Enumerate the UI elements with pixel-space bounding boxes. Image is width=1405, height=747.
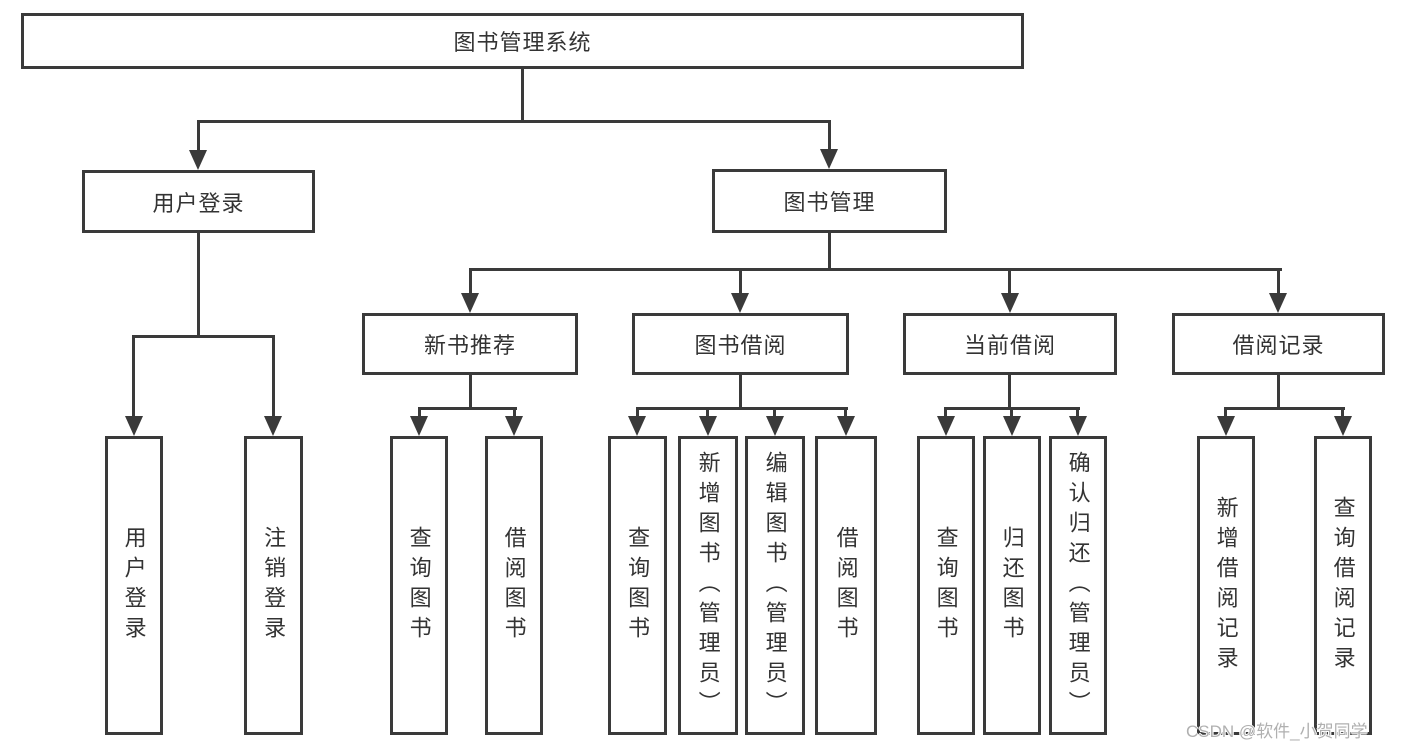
- connector-arrowhead: [837, 416, 855, 436]
- connector-line: [636, 407, 639, 418]
- connector-line: [828, 120, 831, 151]
- node-label: 借阅记录: [1232, 333, 1325, 358]
- node-borrowing-records: 借阅记录: [1172, 313, 1385, 375]
- node-label: 新增借阅记录: [1213, 495, 1239, 676]
- node-label: 图书管理系统: [453, 30, 592, 55]
- leaf-query-books-borrow: 查询图书: [608, 436, 667, 735]
- node-label: 查询图书: [933, 525, 959, 646]
- node-label: 用户登录: [152, 190, 245, 216]
- connector-line: [418, 407, 517, 410]
- connector-line: [132, 335, 135, 416]
- csdn-watermark: CSDN @软件_小贺同学: [1186, 722, 1368, 741]
- connector-line: [132, 335, 275, 338]
- connector-line: [636, 407, 848, 410]
- connector-line: [1277, 375, 1280, 410]
- connector-arrowhead: [125, 416, 143, 436]
- leaf-add-books-admin: 新增图书（管理员）: [678, 436, 738, 735]
- connector-line: [739, 375, 742, 410]
- connector-line: [513, 407, 516, 418]
- connector-line: [844, 407, 847, 418]
- connector-arrowhead: [1217, 416, 1235, 436]
- node-label: 确认归还（管理员）: [1065, 450, 1091, 721]
- connector-line: [469, 375, 472, 410]
- connector-arrowhead: [1003, 416, 1021, 436]
- node-label: 查询图书: [625, 525, 651, 646]
- connector-arrowhead: [937, 416, 955, 436]
- connector-line: [1008, 268, 1011, 296]
- connector-line: [739, 268, 742, 296]
- leaf-confirm-return-admin: 确认归还（管理员）: [1049, 436, 1107, 735]
- leaf-query-books-recommend: 查询图书: [390, 436, 448, 735]
- connector-line: [828, 233, 831, 271]
- connector-line: [706, 407, 709, 418]
- connector-arrowhead: [1001, 293, 1019, 313]
- connector-line: [197, 233, 200, 336]
- connector-line: [1341, 407, 1344, 418]
- connector-arrowhead: [1069, 416, 1087, 436]
- node-label: 用户登录: [121, 525, 147, 646]
- connector-line: [272, 335, 275, 416]
- leaf-return-books: 归还图书: [983, 436, 1041, 735]
- leaf-edit-books-admin: 编辑图书（管理员）: [745, 436, 805, 735]
- connector-arrowhead: [731, 293, 749, 313]
- node-label: 当前借阅: [963, 333, 1056, 358]
- node-new-book-recommendation: 新书推荐: [362, 313, 578, 375]
- connector-line: [944, 407, 947, 418]
- node-label: 新书推荐: [423, 333, 516, 358]
- leaf-borrow-books: 借阅图书: [815, 436, 877, 735]
- node-book-borrowing: 图书借阅: [632, 313, 849, 375]
- connector-line: [1076, 407, 1079, 418]
- node-label: 归还图书: [999, 525, 1025, 646]
- connector-arrowhead: [766, 416, 784, 436]
- node-library-management-system: 图书管理系统: [21, 13, 1024, 69]
- connector-line: [1277, 268, 1280, 296]
- connector-arrowhead: [628, 416, 646, 436]
- leaf-user-login: 用户登录: [105, 436, 163, 735]
- connector-line: [773, 407, 776, 418]
- connector-line: [1010, 407, 1013, 418]
- connector-line: [521, 69, 524, 122]
- connector-arrowhead: [264, 416, 282, 436]
- connector-arrowhead: [505, 416, 523, 436]
- node-label: 注销登录: [261, 525, 287, 646]
- connector-arrowhead: [699, 416, 717, 436]
- connector-arrowhead: [410, 416, 428, 436]
- connector-arrowhead: [1334, 416, 1352, 436]
- node-label: 图书借阅: [694, 333, 787, 358]
- node-label: 借阅图书: [833, 525, 859, 646]
- connector-line: [197, 120, 200, 152]
- node-label: 编辑图书（管理员）: [762, 450, 788, 721]
- node-label: 查询图书: [406, 525, 432, 646]
- node-label: 查询借阅记录: [1330, 495, 1356, 676]
- node-label: 新增图书（管理员）: [695, 450, 721, 721]
- node-label: 图书管理: [783, 190, 876, 215]
- leaf-borrow-books-recommend: 借阅图书: [485, 436, 543, 735]
- connector-line: [1224, 407, 1345, 410]
- leaf-query-borrow-record: 查询借阅记录: [1314, 436, 1372, 735]
- leaf-logout: 注销登录: [244, 436, 303, 735]
- connector-arrowhead: [820, 149, 838, 169]
- node-current-borrowing: 当前借阅: [903, 313, 1117, 375]
- connector-line: [1008, 375, 1011, 410]
- leaf-add-borrow-record: 新增借阅记录: [1197, 436, 1255, 735]
- connector-arrowhead: [461, 293, 479, 313]
- connector-line: [1224, 407, 1227, 418]
- connector-arrowhead: [1269, 293, 1287, 313]
- node-user-login-branch: 用户登录: [82, 170, 315, 233]
- connector-line: [469, 268, 1282, 271]
- connector-line: [418, 407, 421, 418]
- connector-line: [469, 268, 472, 296]
- connector-arrowhead: [189, 150, 207, 170]
- leaf-query-books-current: 查询图书: [917, 436, 975, 735]
- node-book-management-branch: 图书管理: [712, 169, 947, 233]
- node-label: 借阅图书: [501, 525, 527, 646]
- connector-line: [198, 120, 831, 123]
